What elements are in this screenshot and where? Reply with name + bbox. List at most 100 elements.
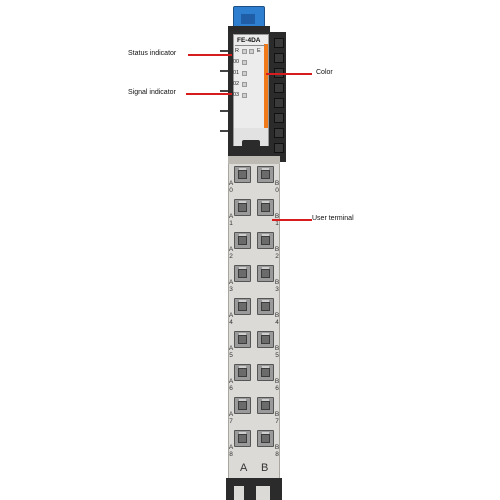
terminal-release-slot [239,399,246,402]
terminal-label-a-3: A 3 [228,279,234,293]
terminal-release-slot [239,432,246,435]
terminal-wire-entry [261,170,270,179]
terminal-hole-b-8[interactable] [257,430,274,447]
column-a-label: A [240,462,248,474]
terminal-release-slot [239,366,246,369]
terminal-release-slot [262,300,269,303]
callout-color-label: Color [316,69,333,76]
terminal-label-b-0: B 0 [274,180,280,194]
callout-signal-label: Signal indicator [128,89,176,96]
terminal-hole-a-1[interactable] [234,199,251,216]
terminal-label-b-7: B 7 [274,411,280,425]
terminal-label-a-7: A 7 [228,411,234,425]
terminal-release-slot [239,201,246,204]
signal-led-label-0: 00 [233,59,240,65]
terminal-label-b-4: B 4 [274,312,280,326]
terminal-label-b-2: B 2 [274,246,280,260]
terminal-release-slot [262,168,269,171]
terminal-label-a-8: A 8 [228,444,234,458]
terminal-hole-a-7[interactable] [234,397,251,414]
signal-led-label-2: 02 [233,81,240,87]
right-ridges [270,38,286,158]
terminal-release-slot [239,300,246,303]
callout-terminal-label: User terminal [312,215,354,222]
terminal-label-a-2: A 2 [228,246,234,260]
terminal-hole-a-6[interactable] [234,364,251,381]
signal-led-2 [242,82,247,87]
terminal-wire-entry [261,368,270,377]
terminal-wire-entry [261,434,270,443]
terminal-label-b-6: B 6 [274,378,280,392]
signal-led-0 [242,60,247,65]
terminal-label-b-1: B 1 [274,213,280,227]
terminal-hole-b-1[interactable] [257,199,274,216]
terminal-label-b-8: B 8 [274,444,280,458]
model-underline [235,45,265,46]
terminal-hole-a-4[interactable] [234,298,251,315]
error-led-label: E [257,48,261,54]
signal-led-label-1: 01 [233,70,240,76]
terminal-release-slot [239,234,246,237]
release-tab-notch [241,14,255,24]
terminal-label-a-1: A 1 [228,213,234,227]
signal-led-3 [242,93,247,98]
terminal-wire-entry [261,236,270,245]
run-led-label: R [235,48,239,54]
callout-status-label: Status indicator [128,50,177,57]
terminal-release-slot [239,267,246,270]
terminal-wire-entry [261,302,270,311]
bottom-foot-slot-left [234,486,244,500]
terminal-wire-entry [261,269,270,278]
terminal-wire-entry [238,203,247,212]
callout-color-line [266,73,312,75]
terminal-release-slot [262,333,269,336]
terminal-hole-a-8[interactable] [234,430,251,447]
terminal-hole-b-7[interactable] [257,397,274,414]
model-label: FE-4DA [237,37,261,44]
terminal-wire-entry [238,368,247,377]
terminal-hole-a-0[interactable] [234,166,251,183]
callout-status-line [188,54,232,56]
column-b-label: B [261,462,269,474]
terminal-wire-entry [238,335,247,344]
terminal-hole-b-3[interactable] [257,265,274,282]
terminal-release-slot [262,234,269,237]
terminal-label-b-5: B 5 [274,345,280,359]
terminal-hole-b-6[interactable] [257,364,274,381]
terminal-hole-b-4[interactable] [257,298,274,315]
error-led [249,49,254,54]
run-led [242,49,247,54]
terminal-wire-entry [261,203,270,212]
terminal-release-slot [262,201,269,204]
terminal-hole-a-3[interactable] [234,265,251,282]
terminal-wire-entry [238,236,247,245]
terminal-release-slot [239,333,246,336]
terminal-wire-entry [238,434,247,443]
terminal-release-slot [239,168,246,171]
bottom-foot-slot-right [256,486,270,500]
terminal-label-a-4: A 4 [228,312,234,326]
terminal-hole-a-2[interactable] [234,232,251,249]
top-cap [228,26,270,34]
callout-terminal-line [272,219,312,221]
terminal-wire-entry [238,302,247,311]
terminal-wire-entry [261,335,270,344]
terminal-label-b-3: B 3 [274,279,280,293]
terminal-hole-b-5[interactable] [257,331,274,348]
terminal-wire-entry [238,269,247,278]
terminal-release-slot [262,366,269,369]
terminal-release-slot [262,399,269,402]
terminal-label-a-6: A 6 [228,378,234,392]
terminal-wire-entry [261,401,270,410]
latch-slot [242,140,260,148]
callout-signal-line [186,93,232,95]
terminal-release-slot [262,267,269,270]
signal-led-label-3: 03 [233,92,240,98]
terminal-hole-b-2[interactable] [257,232,274,249]
terminal-block-top-edge [228,156,280,164]
color-strip [264,44,268,142]
terminal-hole-a-5[interactable] [234,331,251,348]
signal-led-1 [242,71,247,76]
terminal-hole-b-0[interactable] [257,166,274,183]
